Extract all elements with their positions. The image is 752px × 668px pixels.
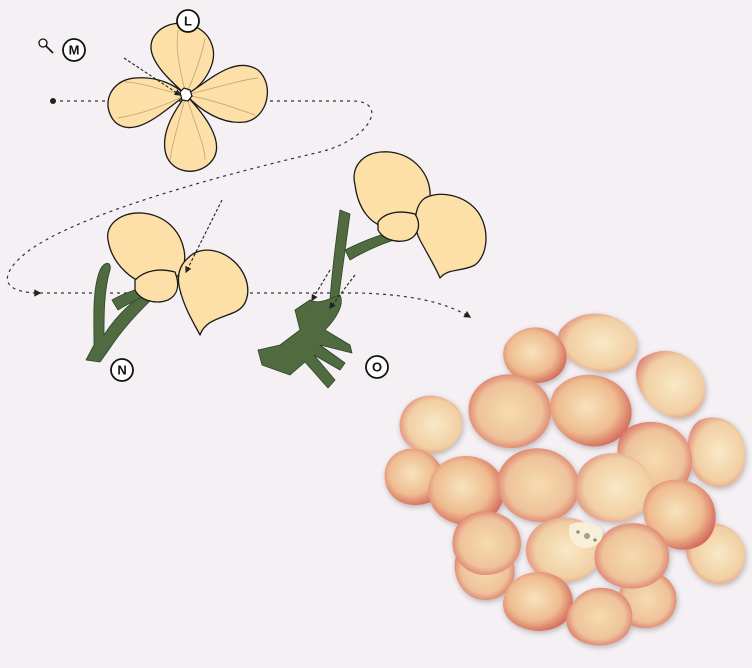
flow-start-dot: [50, 98, 56, 104]
petal-n-3: [135, 270, 178, 302]
step-label-o: O: [372, 360, 382, 375]
step-label-m: M: [69, 43, 80, 58]
step-badge-l: L: [177, 10, 199, 32]
step-badge-m: M: [63, 39, 85, 61]
flower-center-hole: [180, 88, 192, 101]
step-badge-n: N: [111, 359, 133, 381]
step-label-n: N: [117, 363, 126, 378]
step-badge-o: O: [366, 356, 388, 378]
step-label-l: L: [184, 14, 192, 29]
petal-o-3: [378, 212, 419, 241]
